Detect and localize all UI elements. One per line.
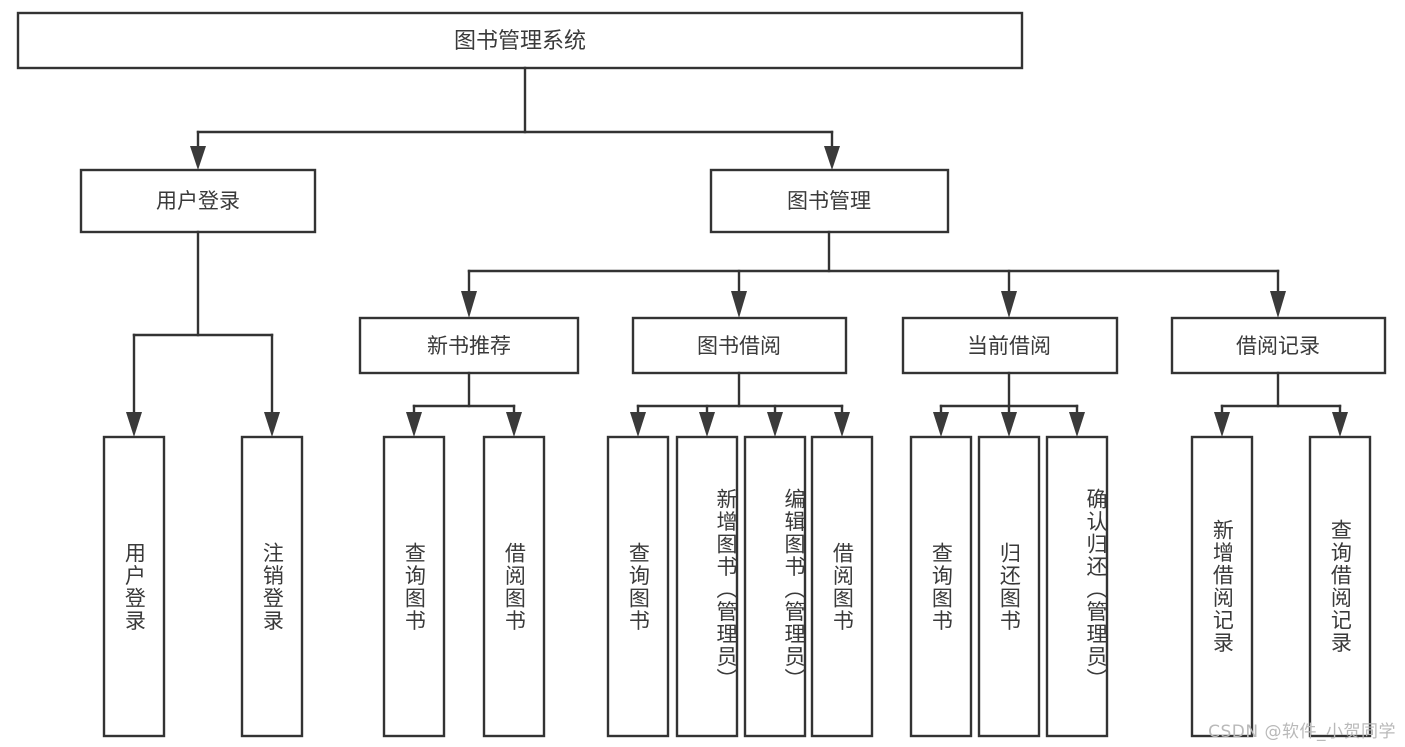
leaf-box-confirm-return[interactable] xyxy=(1045,435,1109,738)
node-current-borrow[interactable]: 当前借阅 xyxy=(901,316,1119,375)
arrow-to-leaf-user-login xyxy=(126,412,142,437)
book-borrow-box[interactable] xyxy=(631,316,848,375)
node-user-login[interactable]: 用户登录 xyxy=(79,168,317,234)
leaf-box-add-book[interactable] xyxy=(675,435,739,738)
arrow-to-leaf-return-book xyxy=(1001,412,1017,437)
arrow-to-leaf-add-record xyxy=(1214,412,1230,437)
new-books-box[interactable] xyxy=(358,316,580,375)
arrow-to-leaf-query-book-bb xyxy=(630,412,646,437)
arrow-to-leaf-borrow-book-nb xyxy=(506,412,522,437)
root-box[interactable] xyxy=(16,11,1024,70)
arrow-to-borrow-records xyxy=(1270,291,1286,318)
user-login-label: 用户登录 xyxy=(156,189,240,213)
current-borrow-box[interactable] xyxy=(901,316,1119,375)
connector-user-login-to-leaves xyxy=(126,230,280,437)
borrow-records-box[interactable] xyxy=(1170,316,1387,375)
connector-current-borrow-to-leaves xyxy=(933,371,1085,437)
connector-root-to-level1 xyxy=(190,66,840,170)
node-root[interactable]: 图书管理系统 xyxy=(16,11,1024,70)
arrow-to-leaf-query-book-cb xyxy=(933,412,949,437)
arrow-to-leaf-edit-book xyxy=(767,412,783,437)
connector-book-borrow-to-leaves xyxy=(630,371,850,437)
leaf-box-borrow-book-nb[interactable] xyxy=(482,435,546,738)
arrow-to-leaf-logout xyxy=(264,412,280,437)
book-manage-box[interactable] xyxy=(709,168,950,234)
book-manage-label: 图书管理 xyxy=(787,189,871,213)
leaf-box-query-record[interactable] xyxy=(1308,435,1372,738)
book-borrow-label: 图书借阅 xyxy=(697,334,781,358)
arrow-to-book-borrow xyxy=(731,291,747,318)
leaf-box-return-book[interactable] xyxy=(977,435,1041,738)
csdn-watermark: CSDN @软件_小贺同学 xyxy=(1208,722,1396,742)
arrow-to-leaf-confirm-return xyxy=(1069,412,1085,437)
leaf-box-edit-book[interactable] xyxy=(743,435,807,738)
leaf-box-query-book-bb[interactable] xyxy=(606,435,670,738)
node-book-borrow[interactable]: 图书借阅 xyxy=(631,316,848,375)
arrow-to-new-books xyxy=(461,291,477,318)
leaf-box-query-book-cb[interactable] xyxy=(909,435,973,738)
arrow-to-leaf-add-book xyxy=(699,412,715,437)
leaf-box-borrow-book-bb[interactable] xyxy=(810,435,874,738)
arrow-to-current-borrow xyxy=(1001,291,1017,318)
arrow-to-user-login xyxy=(190,146,206,170)
leaf-box-add-record[interactable] xyxy=(1190,435,1254,738)
arrow-to-leaf-query-book-nb xyxy=(406,412,422,437)
connector-book-manage-to-level2 xyxy=(461,230,1286,318)
leaf-box-query-book-nb[interactable] xyxy=(382,435,446,738)
leaf-box-logout[interactable] xyxy=(240,435,304,738)
node-new-books[interactable]: 新书推荐 xyxy=(358,316,580,375)
borrow-records-label: 借阅记录 xyxy=(1236,334,1320,358)
connector-new-books-to-leaves xyxy=(406,371,522,437)
leaf-box-user-login[interactable] xyxy=(102,435,166,738)
node-borrow-records[interactable]: 借阅记录 xyxy=(1170,316,1387,375)
connector-borrow-records-to-leaves xyxy=(1214,371,1348,437)
arrow-to-book-manage xyxy=(824,146,840,170)
node-book-manage[interactable]: 图书管理 xyxy=(709,168,950,234)
root-label: 图书管理系统 xyxy=(454,29,586,54)
new-books-label: 新书推荐 xyxy=(427,334,511,358)
arrow-to-leaf-query-record xyxy=(1332,412,1348,437)
arrow-to-leaf-borrow-book-bb xyxy=(834,412,850,437)
current-borrow-label: 当前借阅 xyxy=(967,334,1051,358)
